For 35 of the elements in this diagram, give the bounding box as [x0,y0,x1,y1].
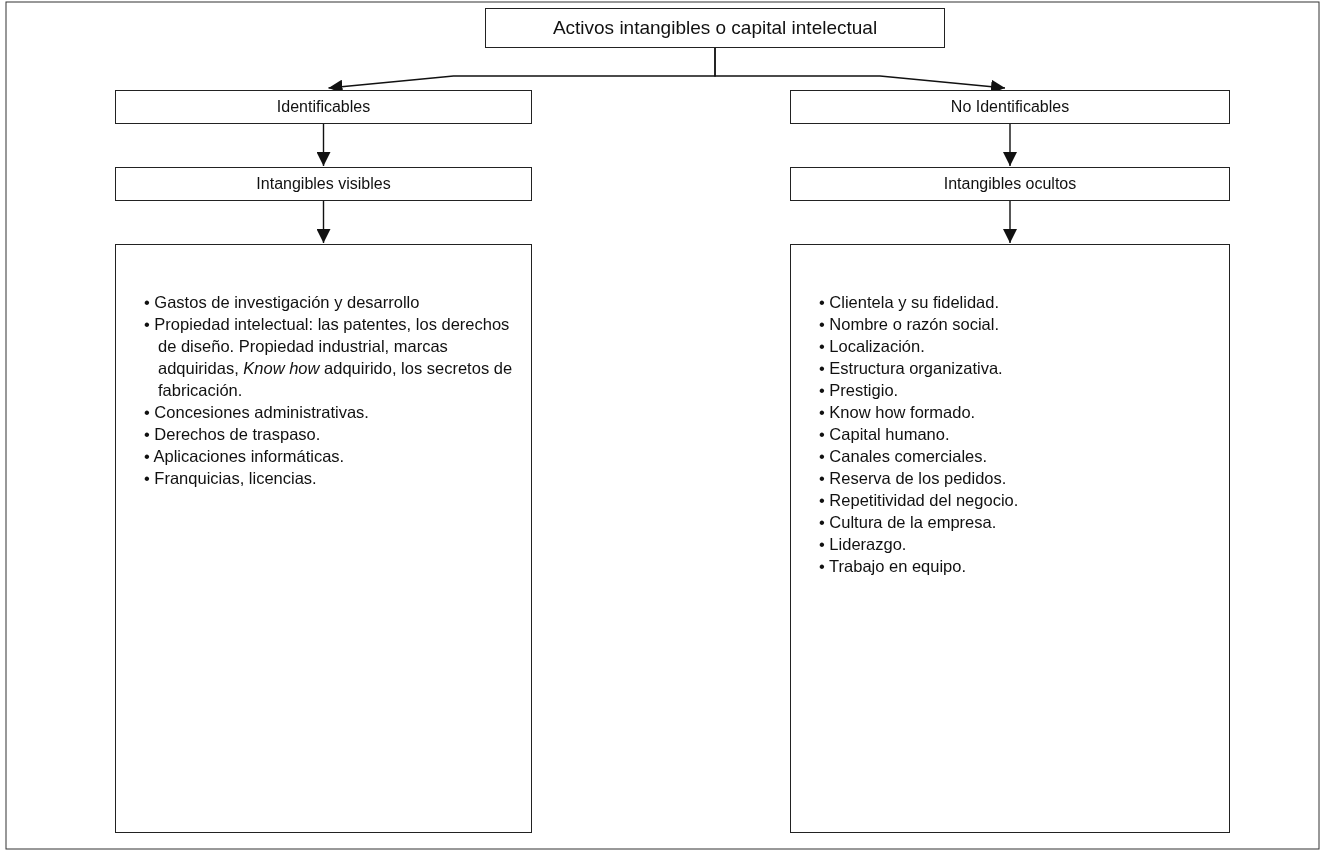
list-item: • Concesiones administrativas. [144,402,370,423]
list-item: • Localización. [819,336,926,357]
category-box [115,90,532,124]
list-item: • Derechos de traspaso. [144,424,322,445]
arrow [1003,123,1017,167]
category-box [115,167,532,201]
list-item: • Prestigio. [819,380,900,401]
arrow [316,123,331,167]
list-item: • Clientela y su fidelidad. [819,292,1001,313]
list-box [790,244,1230,833]
list-item: • Reserva de los pedidos. [819,468,1008,489]
list-box [115,244,532,833]
arrow [1003,200,1017,244]
list-item: • Nombre o razón social. [819,314,1001,335]
list-item: • Franquicias, licencias. [144,468,318,489]
category-box [790,90,1230,124]
list-item: • Gastos de investigación y desarrollo [144,292,421,313]
list-item: • Know how formado. [819,402,977,423]
list-item: • Canales comerciales. [819,446,989,467]
list-item: • Capital humano. [819,424,951,445]
list-item: • Liderazgo. [819,534,908,555]
list-item: • Propiedad intelectual: las patentes, los derechos de diseño. Propiedad industrial, marcas adquiridas, Know how adquirido, los secretos de fabricación. [144,314,514,401]
box-label: Intangibles visibles [256,175,391,193]
box-label: Activos intangibles o capital intelectual [552,17,878,39]
category-box [790,167,1230,201]
box-label: Identificables [276,98,371,116]
list-item: • Trabajo en equipo. [819,556,968,577]
box-label: No Identificables [950,98,1070,116]
list-item: • Repetitividad del negocio. [819,490,1020,511]
list-item: • Estructura organizativa. [819,358,1004,379]
category-box [485,8,945,48]
arrow [316,200,331,244]
list-item: • Aplicaciones informáticas. [144,446,346,467]
box-label: Intangibles ocultos [943,175,1077,193]
list-item: • Cultura de la empresa. [819,512,998,533]
